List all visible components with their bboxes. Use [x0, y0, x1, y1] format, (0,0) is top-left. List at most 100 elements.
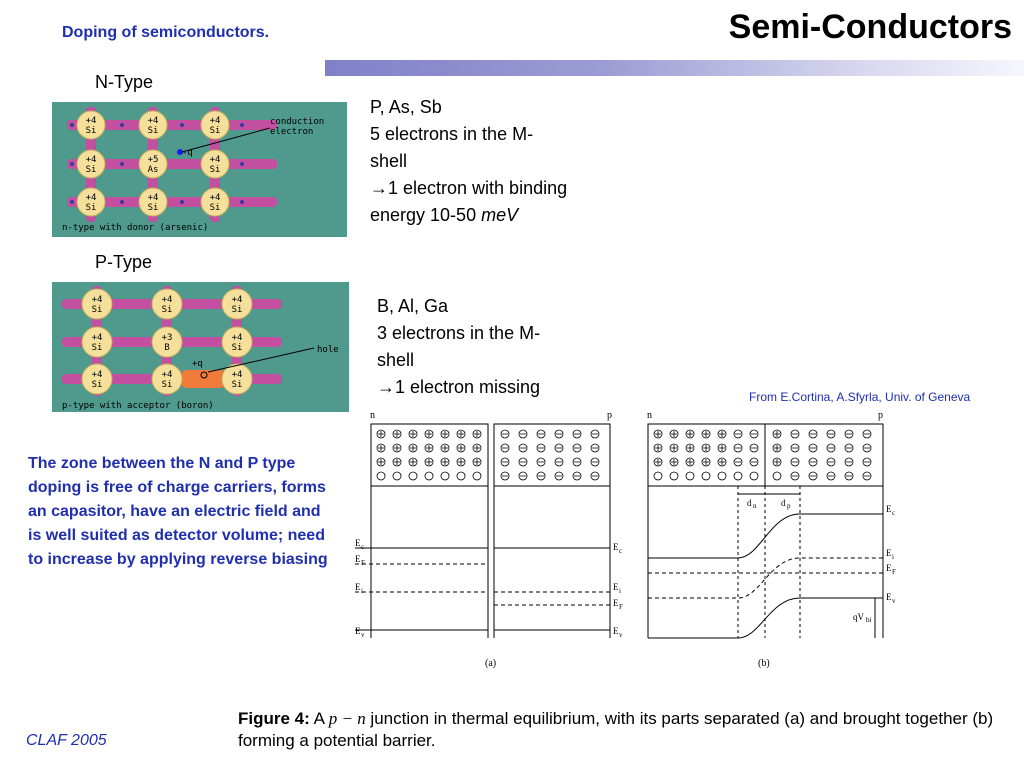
- arrow-icon: →: [377, 377, 395, 397]
- ef-label-a: E: [355, 554, 361, 564]
- ei-sub: i: [892, 553, 894, 561]
- ec-sub: c: [619, 547, 622, 555]
- ntype-description: P, As, Sb 5 electrons in the M- shell →1…: [370, 94, 630, 229]
- atom-charge: +4: [210, 155, 221, 165]
- ef-label-b: E: [886, 563, 892, 573]
- footer-label: CLAF 2005: [26, 732, 107, 749]
- dn-label: d: [747, 498, 752, 508]
- atom-charge: +3: [162, 333, 173, 343]
- atom-symbol: Si: [232, 380, 243, 390]
- ef-sub: F: [361, 559, 365, 567]
- ec-label-a2: E: [613, 542, 619, 552]
- n-label-a: n: [370, 410, 375, 421]
- atom-symbol: Si: [86, 203, 97, 213]
- atom-symbol: Si: [210, 165, 221, 175]
- ev-sub: v: [361, 631, 365, 639]
- ntype-elements: P, As, Sb: [370, 97, 442, 117]
- atom-charge: +4: [162, 370, 173, 380]
- ntype-energy-unit: meV: [481, 205, 519, 225]
- atom-charge: +4: [86, 155, 97, 165]
- caption-text-a: A: [309, 709, 329, 728]
- atom-symbol: B: [164, 343, 169, 353]
- dn-sub: n: [753, 502, 757, 510]
- ptype-missing: 1 electron missing: [395, 377, 541, 397]
- n-label-b: n: [647, 410, 652, 421]
- ec-sub: c: [361, 543, 364, 551]
- atom-charge: +4: [162, 295, 173, 305]
- charge-label: -q: [182, 148, 193, 158]
- atom-symbol: Si: [92, 305, 103, 315]
- atom-symbol: Si: [162, 380, 173, 390]
- ei-label-b: E: [886, 548, 892, 558]
- ntype-heading: N-Type: [95, 72, 154, 92]
- caption-text-b: junction in thermal equilibrium, with it…: [238, 709, 994, 750]
- ev-sub: v: [619, 631, 623, 639]
- ec-sub: c: [892, 509, 895, 517]
- ptype-lattice-figure: +4 Si +4 Si +4 Si +4 Si +3 B +4 Si +4 Si…: [52, 282, 349, 412]
- atom-symbol: Si: [232, 305, 243, 315]
- ev-label-b: E: [886, 592, 892, 602]
- atom-symbol: Si: [148, 203, 159, 213]
- dp-sub: p: [787, 502, 791, 510]
- ntype-energy: energy 10-50: [370, 205, 482, 225]
- atom-charge: +4: [86, 116, 97, 126]
- ec-label-b: E: [886, 504, 892, 514]
- panel-b-label: (b): [758, 658, 770, 669]
- ev-label-a2: E: [613, 626, 619, 636]
- ptype-electrons: 3 electrons in the M-: [377, 323, 541, 343]
- ec-label-a: E: [355, 538, 361, 548]
- arrow-icon: →: [370, 178, 388, 198]
- conduction-label: conduction: [270, 117, 324, 127]
- slide-subtitle: Doping of semiconductors.: [62, 24, 270, 41]
- figure-caption: p-type with acceptor (boron): [62, 401, 214, 411]
- ev-sub: v: [892, 597, 896, 605]
- caption-label: Figure 4:: [238, 709, 310, 728]
- ei-label-a: E: [355, 582, 361, 592]
- atom-symbol: Si: [148, 126, 159, 136]
- qv-sub: bi: [866, 616, 872, 624]
- ptype-elements: B, Al, Ga: [377, 296, 449, 316]
- p-label-b: p: [878, 410, 883, 421]
- atom-charge: +4: [92, 295, 103, 305]
- p-label-a: p: [607, 410, 612, 421]
- source-credit: From E.Cortina, A.Sfyrla, Univ. of Genev…: [749, 390, 971, 404]
- ev-label-a: E: [355, 626, 361, 636]
- ntype-shell: shell: [370, 151, 408, 171]
- depletion-zone-note: The zone between the N and P type doping…: [28, 455, 328, 568]
- qv-label: qV: [853, 612, 865, 622]
- atom-charge: +4: [210, 116, 221, 126]
- atom-charge: +4: [232, 333, 243, 343]
- atom-symbol: Si: [92, 380, 103, 390]
- atom-symbol: Si: [92, 343, 103, 353]
- ei-sub: i: [619, 587, 621, 595]
- ef-sub: F: [892, 568, 896, 576]
- atom-symbol: Si: [86, 165, 97, 175]
- atom-charge: +4: [92, 333, 103, 343]
- ef-sub: F: [619, 603, 623, 611]
- atom-charge: +5: [148, 155, 159, 165]
- electron-label: electron: [270, 127, 313, 137]
- ei-sub: i: [361, 587, 363, 595]
- ptype-description: B, Al, Ga 3 electrons in the M- shell →1…: [377, 293, 637, 401]
- pn-junction-band-diagram: n p n p: [355, 410, 896, 669]
- ei-label-a2: E: [613, 582, 619, 592]
- atom-symbol: Si: [210, 203, 221, 213]
- atom-charge: +4: [232, 295, 243, 305]
- title-gradient-bar: [325, 60, 1024, 76]
- atom-symbol: Si: [210, 126, 221, 136]
- panel-a-label: (a): [485, 658, 496, 669]
- ef-label-a2: E: [613, 598, 619, 608]
- ptype-shell: shell: [377, 350, 415, 370]
- dp-label: d: [781, 498, 786, 508]
- atom-charge: +4: [86, 193, 97, 203]
- ntype-electrons: 5 electrons in the M-: [370, 124, 534, 144]
- charge-label: +q: [192, 359, 203, 369]
- atom-symbol: Si: [232, 343, 243, 353]
- atom-charge: +4: [148, 193, 159, 203]
- ntype-lattice-figure: +4 Si +4 Si +4 Si +4 Si +5 As +4 Si +4 S…: [52, 102, 347, 237]
- atom-charge: +4: [210, 193, 221, 203]
- slide-title: Semi-Conductors: [728, 8, 1012, 46]
- atom-symbol: As: [148, 165, 159, 175]
- atom-symbol: Si: [162, 305, 173, 315]
- atom-charge: +4: [148, 116, 159, 126]
